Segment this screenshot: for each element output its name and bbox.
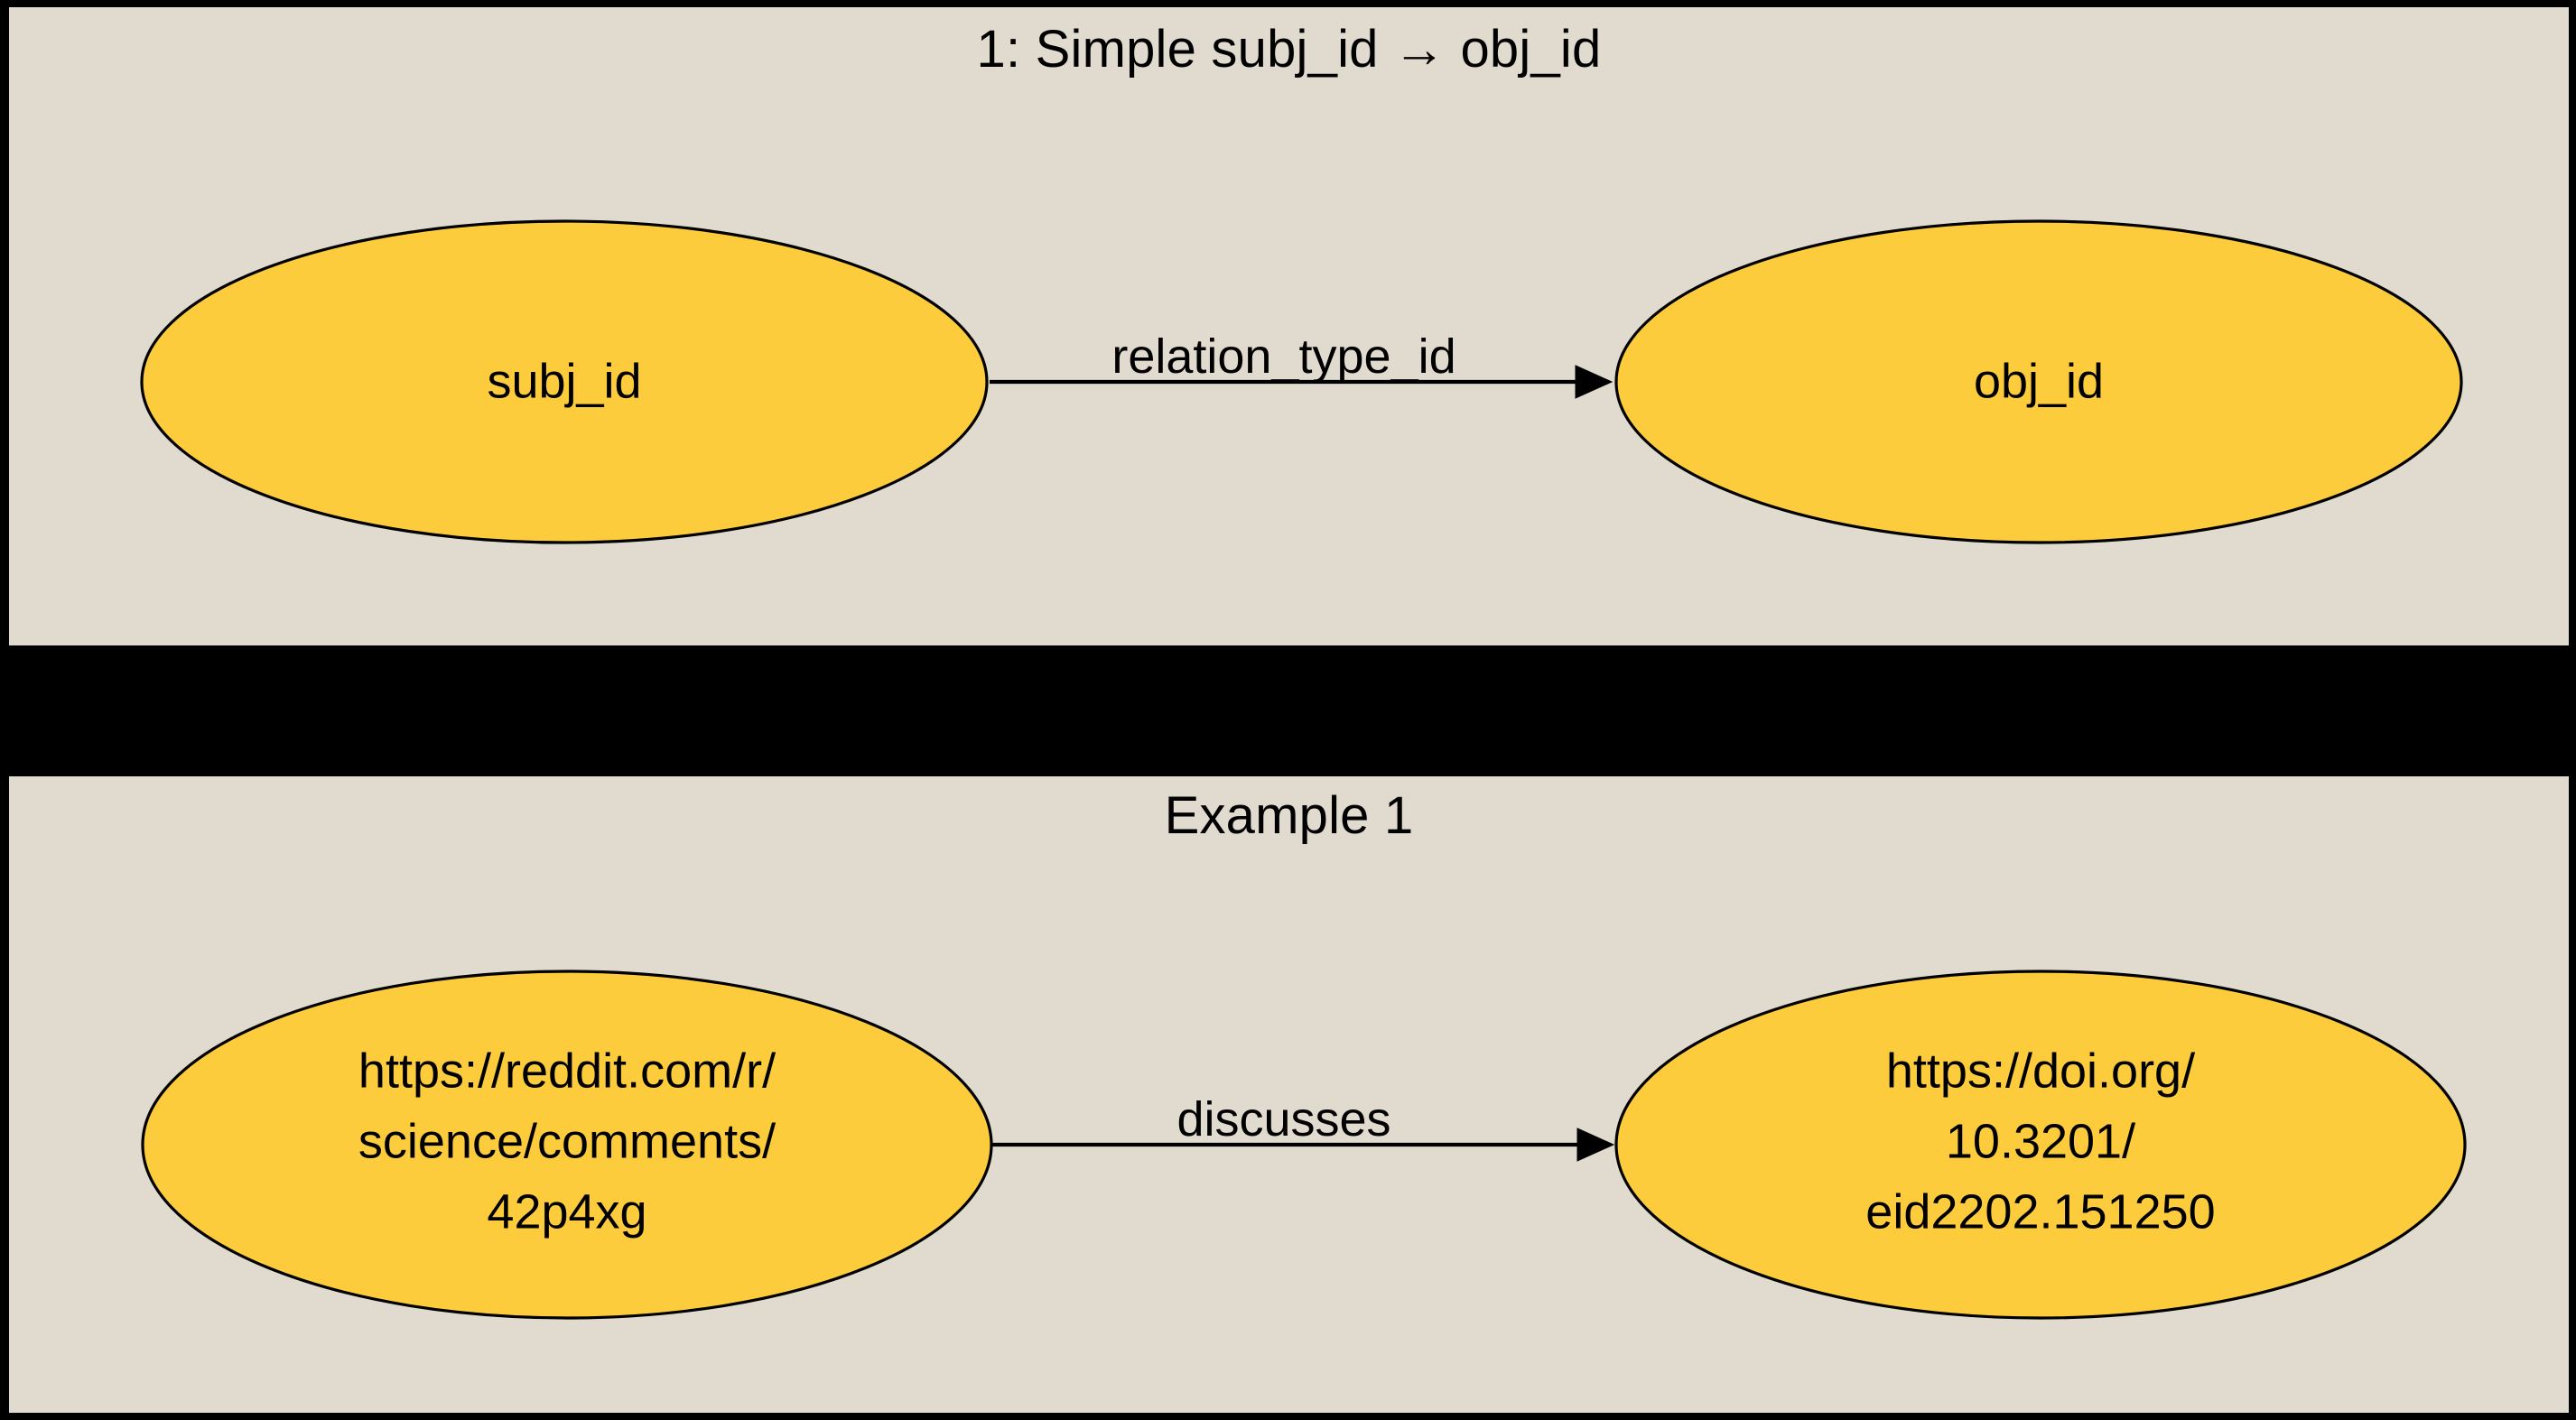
diagram-panel-schema: 1: Simple subj_id → obj_id subj_id relat… bbox=[9, 7, 2569, 645]
node-subj-id-shape bbox=[140, 219, 989, 544]
node-doi-url-label-line-2: 10.3201/ bbox=[1946, 1114, 2135, 1168]
edge-discusses-label: discusses bbox=[1176, 1092, 1390, 1146]
diagram-panel-example: Example 1 https://reddit.com/r/ science/… bbox=[9, 776, 2569, 1413]
node-doi-url-label-line-3: eid2202.151250 bbox=[1865, 1184, 2215, 1239]
edge-discusses: discusses bbox=[991, 1092, 1615, 1162]
edge-relation-type-id-label: relation_type_id bbox=[1111, 329, 1455, 384]
node-reddit-url-label-line-3: 42p4xg bbox=[487, 1184, 646, 1239]
node-doi-url: https://doi.org/ 10.3201/ eid2202.151250 bbox=[1614, 970, 2467, 1320]
graph-example: https://reddit.com/r/ science/comments/ … bbox=[141, 970, 2467, 1320]
node-obj-id-shape bbox=[1614, 219, 2463, 544]
edge-relation-type-id-arrowhead bbox=[1575, 365, 1613, 399]
node-obj-id: obj_id bbox=[1614, 219, 2463, 544]
node-reddit-url-label-line-2: science/comments/ bbox=[358, 1114, 776, 1168]
graph-schema: subj_id relation_type_id obj_id bbox=[140, 219, 2463, 544]
node-obj-id-label: obj_id bbox=[1974, 354, 2104, 408]
panel-title-schema: 1: Simple subj_id → obj_id bbox=[976, 20, 1602, 79]
node-reddit-url-label-line-1: https://reddit.com/r/ bbox=[358, 1044, 776, 1098]
node-doi-url-shape bbox=[1614, 970, 2467, 1320]
node-subj-id-label: subj_id bbox=[487, 354, 641, 408]
panel-title-example: Example 1 bbox=[1164, 786, 1414, 845]
node-doi-url-label-line-1: https://doi.org/ bbox=[1886, 1044, 2195, 1098]
edge-relation-type-id: relation_type_id bbox=[990, 329, 1613, 399]
node-reddit-url: https://reddit.com/r/ science/comments/ … bbox=[141, 970, 993, 1320]
node-subj-id: subj_id bbox=[140, 219, 989, 544]
edge-discusses-arrowhead bbox=[1576, 1128, 1615, 1162]
